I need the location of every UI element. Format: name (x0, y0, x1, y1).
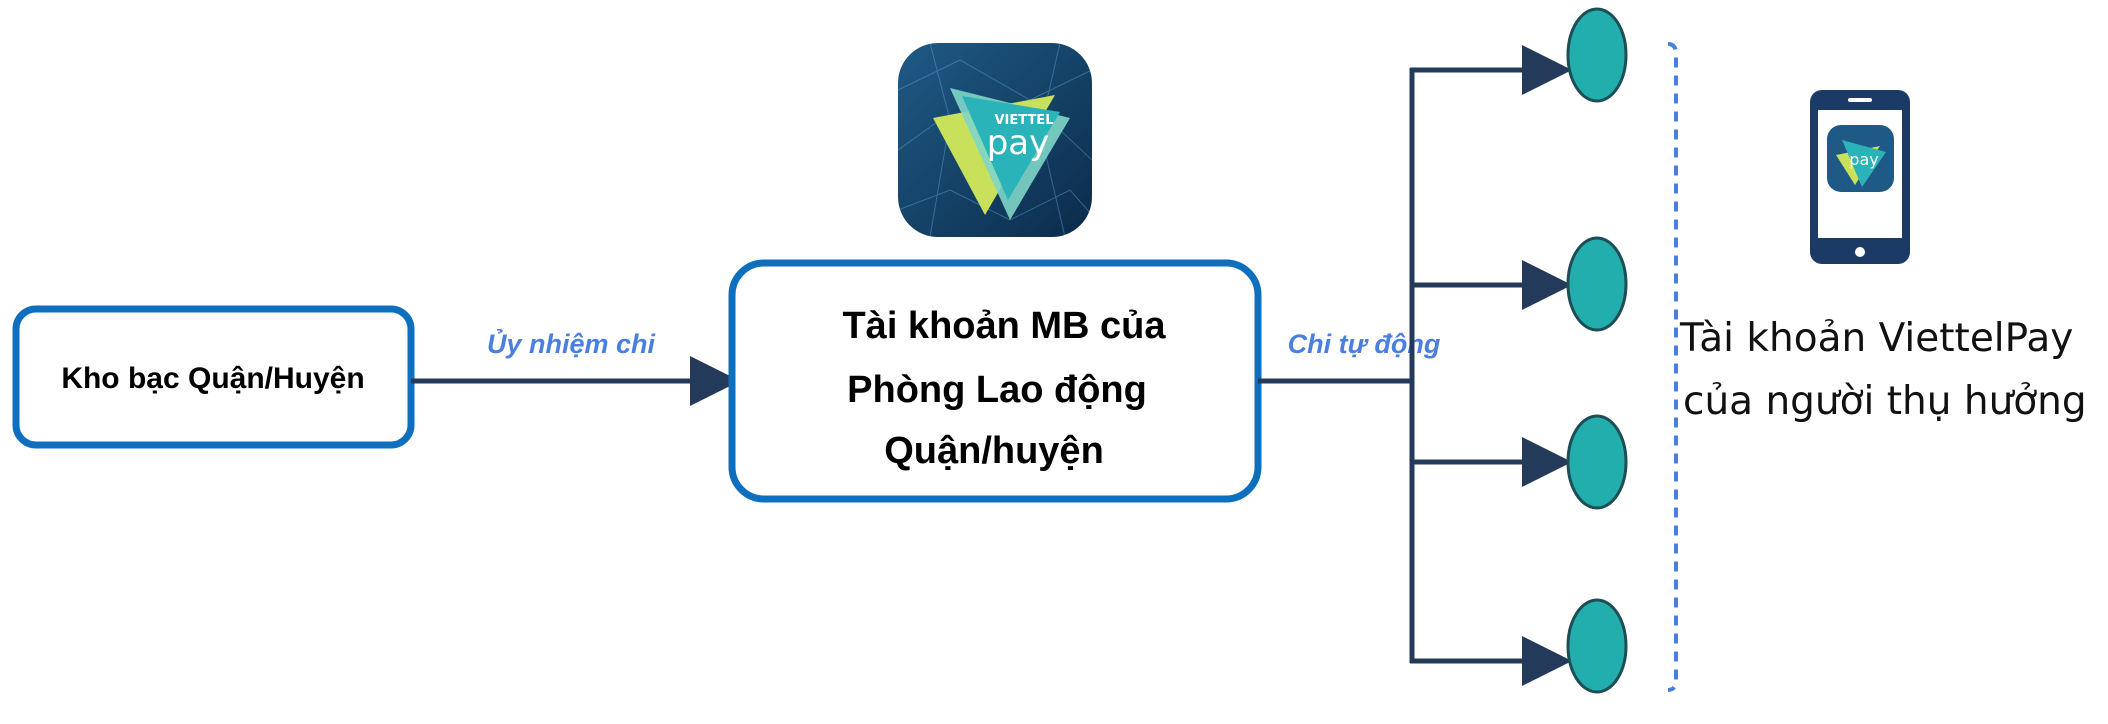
logo-brand-top: VIETTEL (995, 113, 1054, 128)
center-node-line-3: Quận/huyện (884, 430, 1104, 472)
recipient-account-label-line-1: Tài khoản ViettelPay (1679, 316, 2073, 361)
recipients-bracket (1667, 42, 1678, 692)
source-node: Kho bạc Quận/Huyện (12, 305, 415, 449)
recipient-node-2 (1566, 236, 1628, 332)
phone-logo-text: pay (1849, 150, 1878, 169)
center-node: Tài khoản MB của Phòng Lao động Quận/huy… (728, 259, 1262, 503)
recipient-node-4 (1566, 598, 1628, 694)
center-node-line-2: Phòng Lao động (847, 369, 1147, 411)
source-node-label: Kho bạc Quận/Huyện (61, 362, 364, 395)
recipient-node-3 (1566, 414, 1628, 510)
smartphone-icon: pay (1810, 90, 1910, 264)
center-node-line-1: Tài khoản MB của (842, 305, 1166, 347)
viettelpay-logo-icon: VIETTEL pay (898, 43, 1092, 237)
logo-brand-main: pay (987, 123, 1050, 163)
recipient-node-1 (1566, 7, 1628, 103)
edge-label-chi-tu-dong: Chi tự động (1288, 329, 1441, 359)
edge-label-uy-nhiem-chi: Ủy nhiệm chi (487, 327, 656, 359)
recipient-account-label-line-2: của người thụ hưởng (1683, 379, 2087, 424)
